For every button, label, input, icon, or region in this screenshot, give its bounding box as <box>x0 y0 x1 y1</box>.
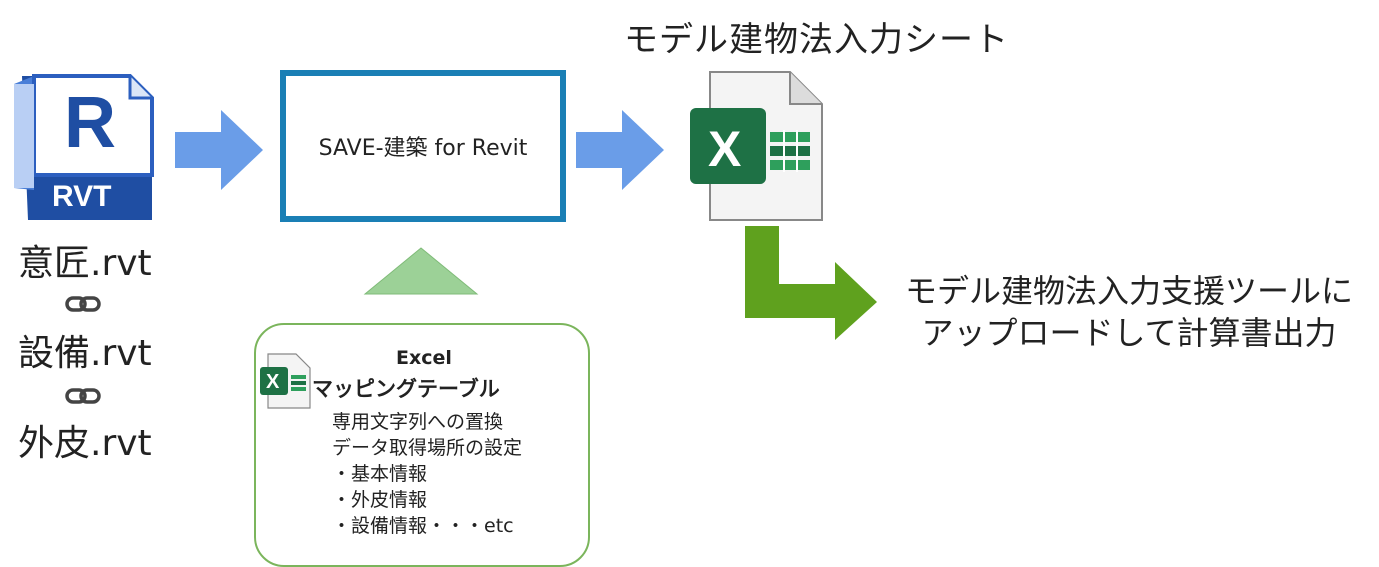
arrow-right-icon <box>576 110 664 190</box>
rvt-file-name-setsubi: 設備.rvt <box>18 333 152 374</box>
mapping-line-envelope: ・外皮情報 <box>332 489 428 511</box>
link-icon <box>65 388 101 404</box>
rvt-file-name-gaihi: 外皮.rvt <box>18 423 152 464</box>
output-description: モデル建物法入力支援ツールに アップロードして計算書出力 <box>905 270 1353 354</box>
mapping-table-box: X Excel マッピングテーブル 専用文字列への置換 データ取得場所の設定 ・… <box>254 323 590 567</box>
mapping-title-excel: Excel <box>396 347 452 369</box>
excel-small-letter: X <box>266 371 280 393</box>
process-box: SAVE-建築 for Revit <box>280 70 566 222</box>
link-icon <box>65 296 101 312</box>
mapping-line-replace: 専用文字列への置換 <box>332 411 504 433</box>
process-label: SAVE-建築 for Revit <box>318 136 528 161</box>
excel-sheet-title: モデル建物法入力シート <box>624 20 1009 60</box>
output-line-2: アップロードして計算書出力 <box>921 314 1337 352</box>
arrow-right-icon <box>175 110 263 190</box>
mapping-line-equipment: ・設備情報・・・etc <box>332 515 514 537</box>
excel-letter: X <box>708 121 742 177</box>
mapping-line-basic: ・基本情報 <box>332 463 428 485</box>
mapping-line-source: データ取得場所の設定 <box>332 437 523 459</box>
bent-arrow-icon <box>745 226 877 340</box>
triangle-up-icon <box>363 247 479 295</box>
rvt-letter: R <box>64 83 116 163</box>
rvt-badge-label: RVT <box>52 180 112 213</box>
rvt-file-name-ishou: 意匠.rvt <box>18 243 152 284</box>
rvt-file-icon: R RVT <box>12 70 157 225</box>
mapping-title: マッピングテーブル <box>312 377 500 401</box>
output-line-1: モデル建物法入力支援ツールに <box>905 272 1354 310</box>
excel-file-icon: X <box>690 70 825 222</box>
excel-small-icon: X <box>260 353 311 409</box>
